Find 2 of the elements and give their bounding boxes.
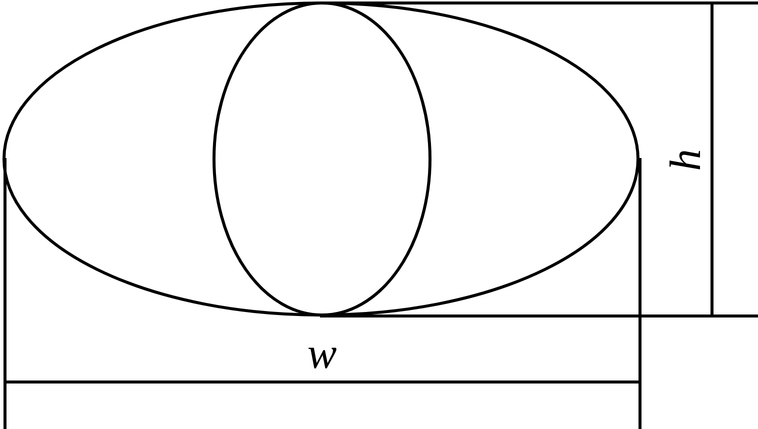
width-label: w [307, 332, 337, 376]
height-label: h [664, 149, 708, 171]
